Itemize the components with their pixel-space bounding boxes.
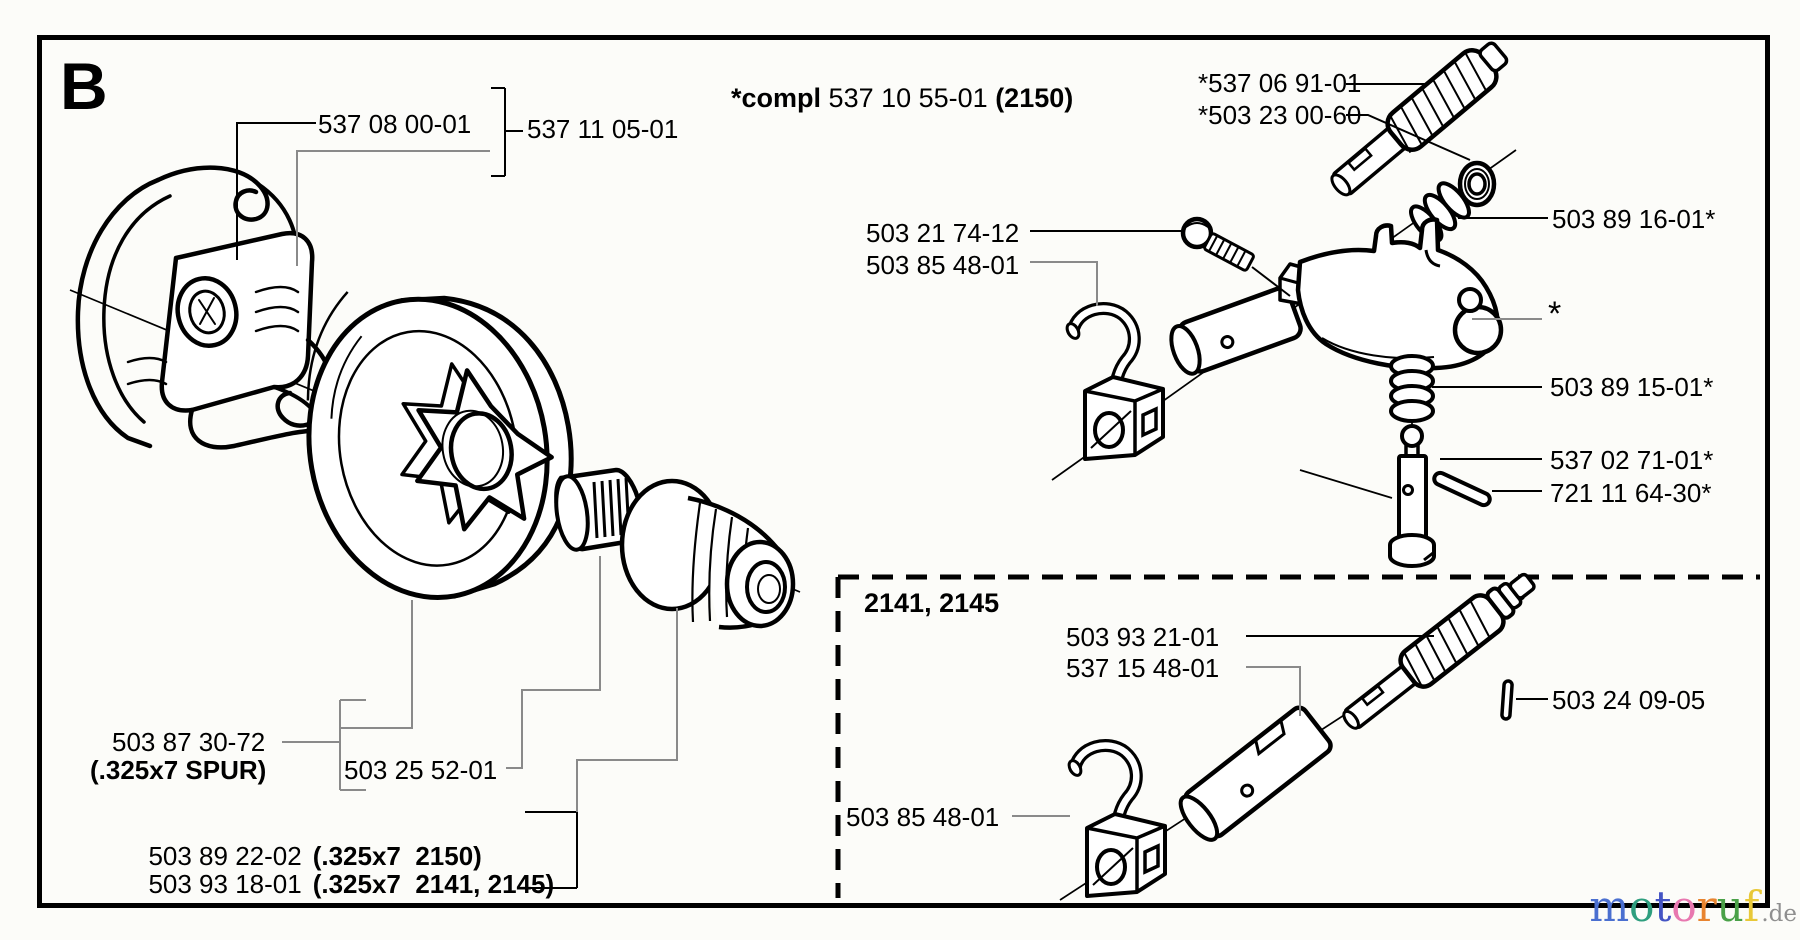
section-letter: B	[60, 49, 108, 123]
part-label-clutch-drum-spec: (.325x7 SPUR)	[90, 755, 267, 785]
part-label-pump-body-asterisk: *	[1548, 295, 1562, 333]
complete-assembly-prefix: *compl	[731, 82, 829, 113]
inset-worm-shaft-drawing	[1342, 572, 1536, 730]
screw-drawing	[1180, 216, 1255, 272]
part-label-inset-worm-shaft: 503 93 21-01	[1066, 622, 1220, 652]
leader-lines-black	[236, 83, 1548, 889]
part-label-pump-spring: 503 89 15-01*	[1550, 372, 1714, 402]
watermark-suffix: .de	[1761, 901, 1797, 927]
clutch-drum-drawing	[306, 291, 574, 600]
worm-2150-number: 503 89 22-02	[148, 840, 302, 871]
pin-drawing	[1432, 470, 1492, 508]
part-label-inset-pin: 503 24 09-05	[1552, 685, 1706, 715]
watermark-letters: motoruf	[1589, 882, 1760, 931]
part-label-pin: 721 11 64-30*	[1550, 478, 1712, 508]
needle-bearing-drawing	[554, 467, 645, 552]
part-label-clutch-spring: 537 08 00-01	[318, 109, 472, 139]
part-label-clutch-drum: 503 87 30-72	[112, 727, 266, 757]
part-label-oil-pickup-body: 503 85 48-01	[866, 250, 1020, 280]
inset-pin-drawing	[1500, 679, 1514, 721]
complete-assembly-number: 537 10 55-01	[828, 82, 996, 113]
worm-2141-2145-number: 503 93 18-01	[148, 868, 302, 899]
inset-title: 2141, 2145	[864, 588, 1000, 618]
part-label-screw: 503 21 74-12	[866, 218, 1020, 248]
pump-plunger-drawing	[1388, 424, 1436, 568]
part-label-inset-pump-cylinder: 537 15 48-01	[1066, 653, 1220, 683]
complete-assembly-note: *compl 537 10 55-01 (2150)	[716, 54, 1073, 113]
part-label-worm-shaft: *537 06 91-01	[1198, 68, 1362, 98]
part-label-pump-plunger: 537 02 71-01*	[1550, 445, 1714, 475]
pump-spring-drawing	[1389, 354, 1435, 423]
worm-2141-2145-spec: (.325x7 2141, 2145)	[312, 868, 555, 899]
part-label-spring-large: 503 89 16-01*	[1552, 204, 1716, 234]
worm-2150-spec: (.325x7 2150)	[312, 840, 482, 871]
diagram-frame	[37, 35, 1770, 908]
inset-box	[835, 574, 1760, 898]
washer-drawing	[1457, 160, 1497, 208]
oil-pump-body-drawing	[1169, 217, 1504, 376]
oil-pump-worm-drive-drawing	[619, 478, 796, 630]
part-label-needle-bearing: 503 25 52-01	[344, 755, 498, 785]
leader-lines-gray	[282, 150, 1542, 817]
part-label-clutch-assembly: 537 11 05-01	[527, 114, 679, 144]
part-label-worm-2150: 503 89 22-02 (.325x7 2150)	[134, 813, 482, 871]
watermark-logo: motoruf.de	[1589, 886, 1797, 928]
part-label-inset-oil-pickup-body: 503 85 48-01	[846, 802, 1000, 832]
worm-shaft-drawing	[1330, 41, 1509, 197]
inset-pump-cylinder-drawing	[1178, 705, 1333, 842]
part-label-worm-2141-2145: 503 93 18-01 (.325x7 2141, 2145)	[134, 841, 554, 898]
complete-assembly-models: (2150)	[995, 82, 1074, 113]
part-label-washer: *503 23 00-60	[1198, 100, 1362, 130]
